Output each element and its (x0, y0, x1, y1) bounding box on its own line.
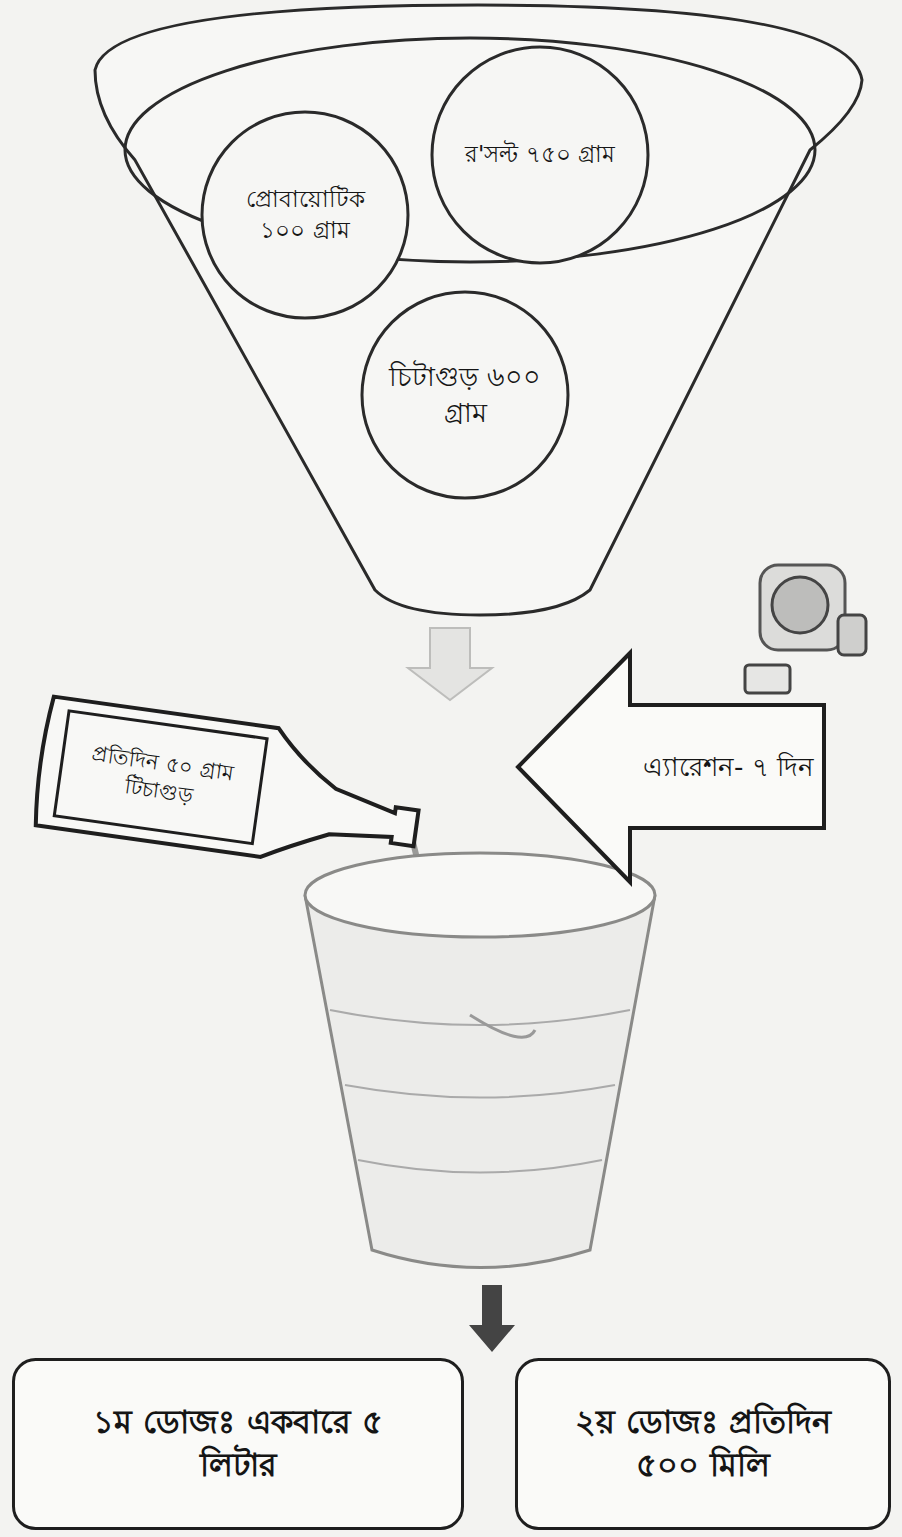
down-arrow (408, 628, 492, 700)
label-text: র'সল্ট ৭৫০ গ্রাম (465, 139, 615, 170)
ingredient-circle: র'সল্ট ৭৫০ গ্রাম (430, 45, 650, 265)
bottle-label: প্রতিদিন ৫০ গ্রাম টিচাগুড় (26, 686, 433, 889)
funnel (95, 5, 862, 615)
ingredient-circle-shape (200, 110, 410, 320)
dose-text: ১ম ডোজঃ একবারে ৫ লিটার (88, 1401, 388, 1487)
down-arrow (469, 1285, 515, 1352)
bucket (305, 853, 655, 1268)
dose-box: ২য় ডোজঃ প্রতিদিন ৫০০ মিলি (515, 1358, 891, 1530)
dose-box: ১ম ডোজঃ একবারে ৫ লিটার (12, 1358, 464, 1530)
dose-box-shape (515, 1358, 891, 1530)
ingredient-circle-shape (360, 290, 570, 500)
aerator-icon (745, 565, 866, 693)
aeration-arrow: এ্যারেশন- ৭ দিন (515, 650, 827, 885)
label-text: এ্যারেশন- ৭ দিন (643, 750, 814, 785)
dose-box-shape (12, 1358, 464, 1530)
ingredient-circle: প্রোবায়োটিক ১০০ গ্রাম (200, 110, 410, 320)
label-text: প্রোবায়োটিক ১০০ গ্রাম (220, 184, 390, 246)
dose-text: ২য় ডোজঃ প্রতিদিন ৫০০ মিলি (553, 1401, 853, 1487)
ingredient-circle: চিটাগুড় ৬০০ গ্রাম (360, 290, 570, 500)
bottle-label-shape (26, 686, 433, 889)
label-text: চিটাগুড় ৬০০ গ্রাম (385, 359, 545, 432)
